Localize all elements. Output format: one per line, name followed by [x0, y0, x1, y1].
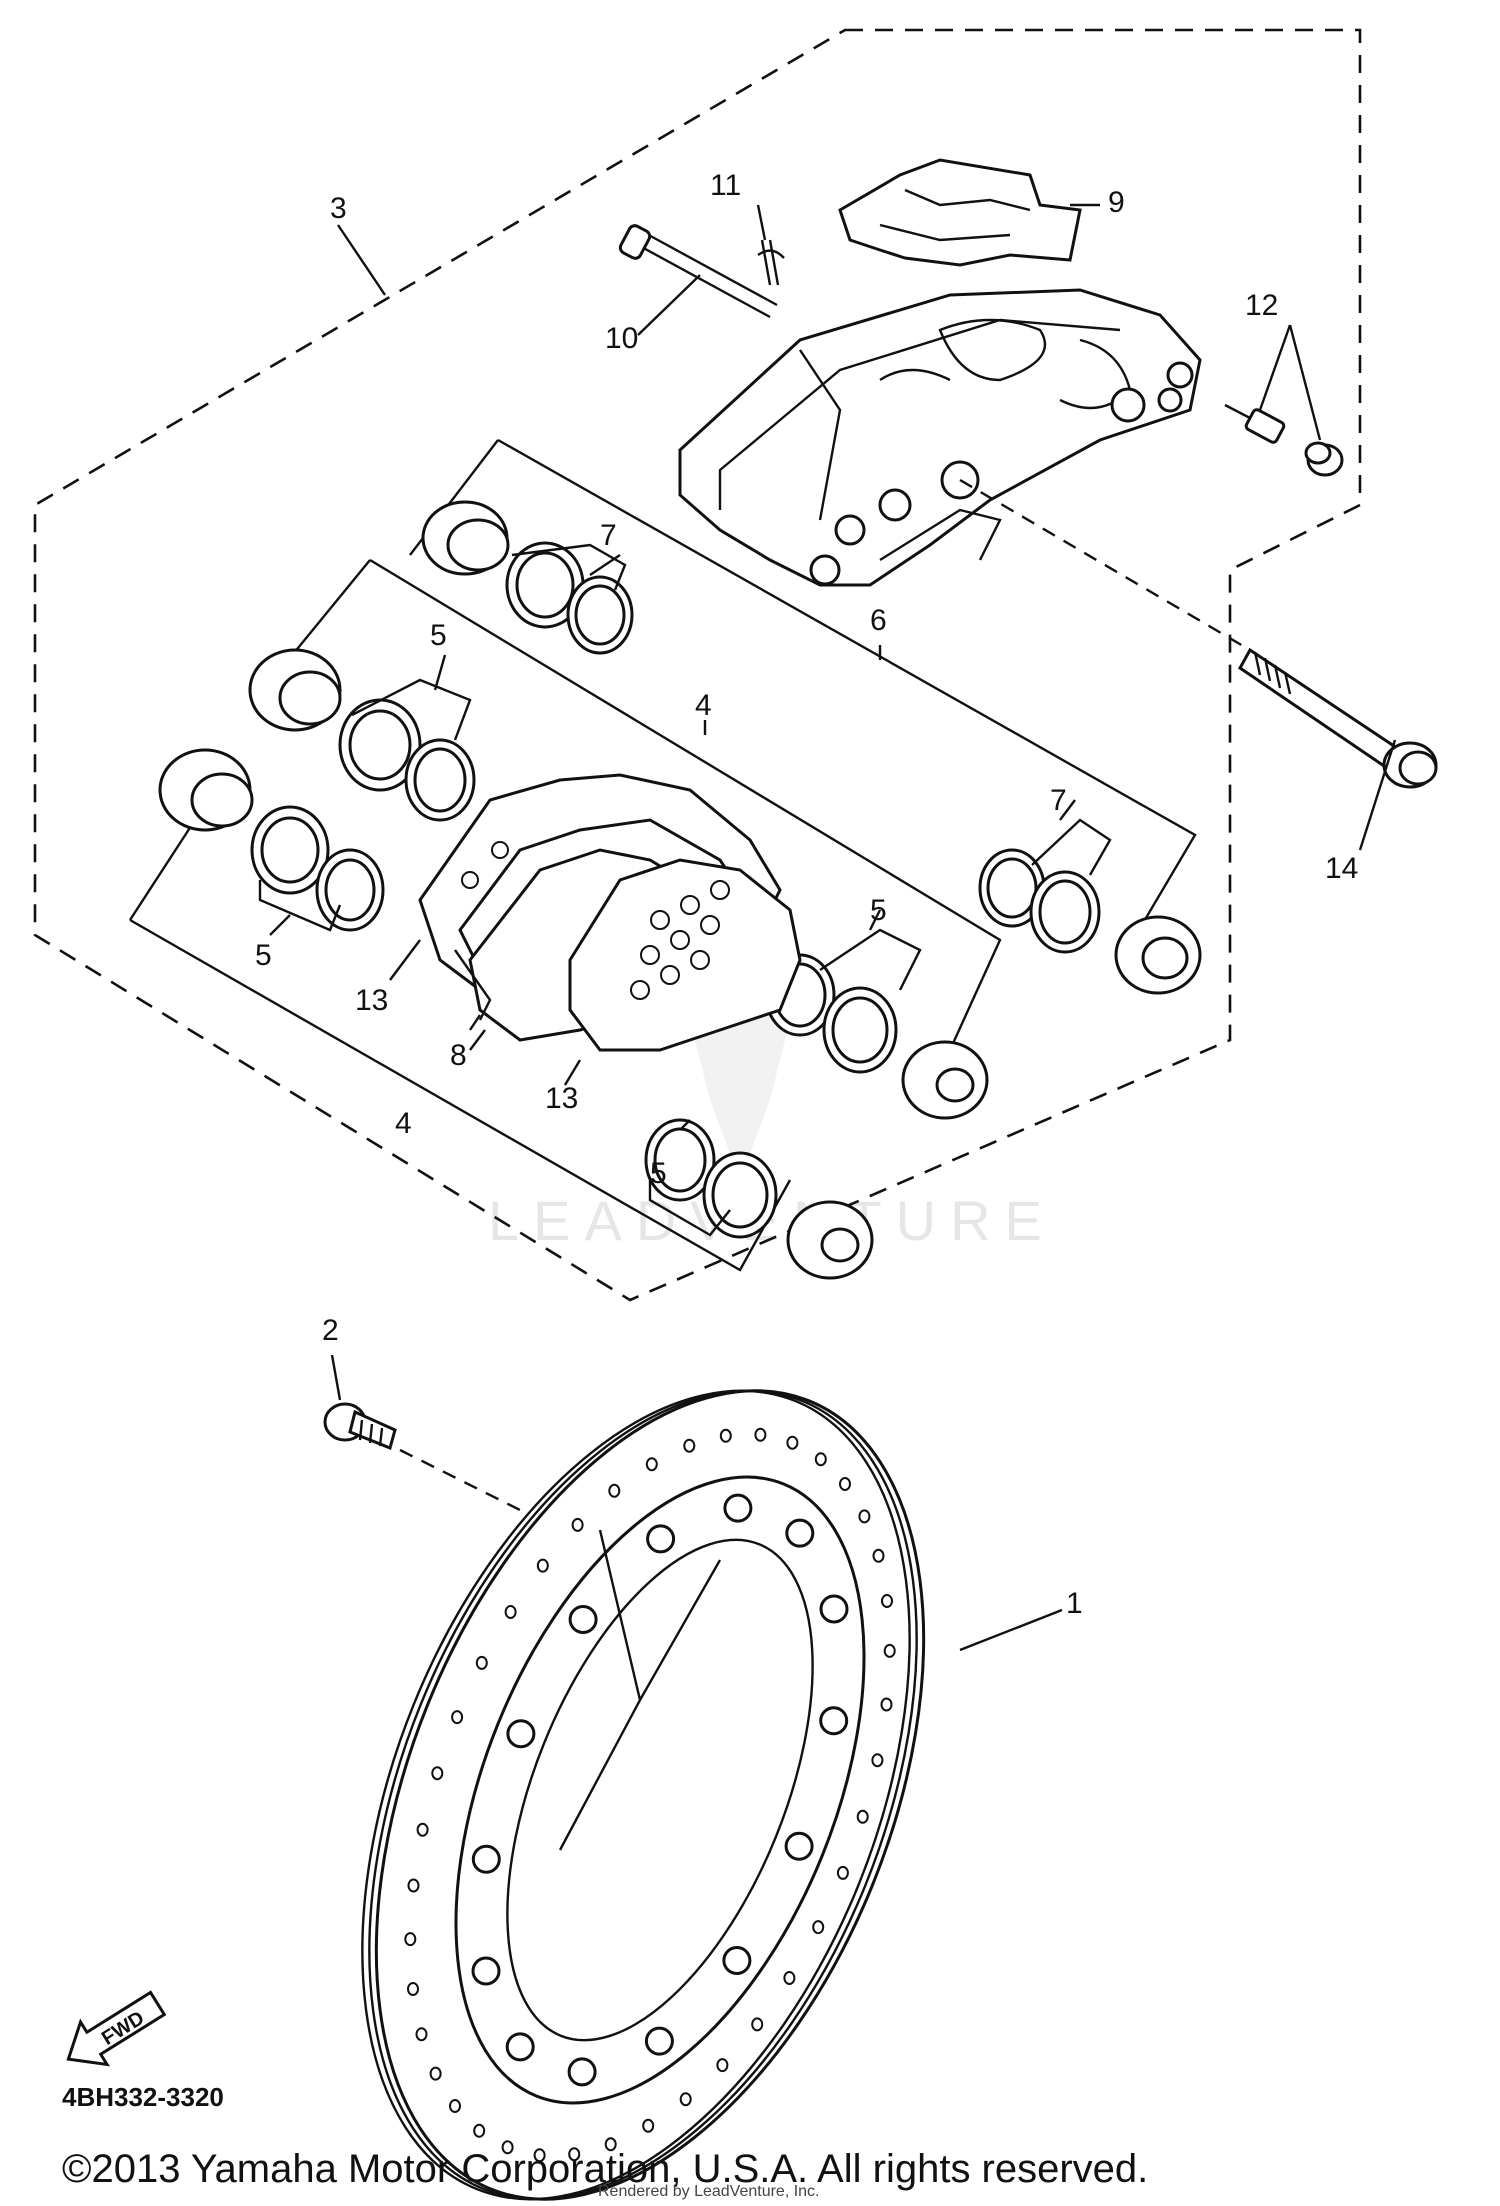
disc-drill-hole [839, 1477, 851, 1491]
disc-drill-hole [858, 1509, 871, 1524]
rendered-by-notice: Rendered by LeadVenture, Inc. [598, 2183, 820, 2200]
disc-carrier-bolt [471, 1844, 501, 1874]
disc-carrier-bolt [723, 1493, 753, 1523]
disc-drill-hole [504, 1605, 517, 1619]
label-part-11: 11 [710, 169, 741, 202]
disc-drill-hole [407, 1982, 419, 1996]
disc-drill-hole [880, 1697, 893, 1712]
disc-carrier-bolt [784, 1831, 814, 1861]
piston-set-upper [409, 438, 1202, 995]
disc-drill-hole [856, 1809, 869, 1824]
disc-drill-hole [783, 1971, 796, 1985]
disc-drill-hole [415, 2027, 428, 2042]
label-part-1: 1 [1066, 1587, 1083, 1620]
label-part-2: 2 [322, 1314, 339, 1347]
disc-carrier-bolt [646, 1524, 676, 1554]
disc-drill-hole [568, 2147, 581, 2162]
label-part-6: 6 [870, 604, 887, 637]
label-part-13-left: 13 [355, 984, 388, 1017]
pad-spring [838, 158, 1082, 267]
disc-drill-hole [883, 1643, 896, 1658]
disc-drill-hole [571, 1517, 584, 1532]
forward-direction-arrow: FWD [66, 1990, 167, 2067]
label-part-10: 10 [605, 322, 638, 355]
disc-drill-hole [754, 1427, 767, 1442]
label-part-7-upper: 7 [600, 519, 617, 552]
disc-drill-hole [451, 1710, 464, 1725]
label-part-7-lower: 7 [1050, 784, 1067, 817]
disc-carrier-bolt [506, 1719, 536, 1749]
label-part-5-right: 5 [870, 894, 887, 927]
disc-drill-hole [475, 1655, 488, 1670]
disc-drill-hole [608, 1483, 621, 1498]
bleed-screw [1224, 403, 1286, 444]
disc-drill-hole [812, 1920, 825, 1935]
disc-drill-hole [814, 1452, 827, 1467]
disc-drill-hole [536, 1558, 549, 1573]
disc-drill-hole [501, 2140, 514, 2155]
bleed-cap [1304, 441, 1344, 477]
leader-lines [269, 203, 1397, 1652]
brake-pads [418, 773, 802, 1052]
disc-holes [404, 1427, 896, 2163]
disc-drill-hole [429, 2066, 442, 2081]
caliper-kit-boundary [33, 28, 1362, 1302]
disc-drill-hole [473, 2123, 486, 2138]
disc-drill-hole [786, 1435, 799, 1450]
disc-drill-hole [716, 2058, 729, 2073]
brake-disc [361, 1389, 926, 2201]
caliper-body [678, 288, 1202, 587]
label-part-4-upper: 4 [695, 689, 712, 722]
label-part-5-bottom: 5 [650, 1157, 667, 1190]
bolt-guide-line [959, 478, 1251, 652]
label-part-4-lower: 4 [395, 1107, 412, 1140]
disc-drill-hole [642, 2118, 655, 2133]
disc-drill-hole [872, 1548, 885, 1563]
disc-carrier-bolt [819, 1706, 849, 1736]
disc-drill-hole [683, 1438, 696, 1453]
label-part-12: 12 [1245, 289, 1278, 322]
disc-drill-hole [404, 1932, 417, 1947]
disc-carrier-bolt [568, 1605, 598, 1634]
disc-drill-hole [871, 1753, 884, 1768]
label-part-3: 3 [330, 192, 347, 225]
disc-drill-hole [533, 2148, 546, 2163]
disc-carrier-bolt [819, 1594, 849, 1624]
disc-drill-hole [679, 2092, 692, 2107]
label-part-13-right: 13 [545, 1082, 578, 1115]
disc-carrier-bolt [567, 2057, 597, 2087]
disc-drill-hole [449, 2099, 461, 2113]
disc-drill-hole [431, 1766, 444, 1781]
copyright-notice: ©2013 Yamaha Motor Corporation, U.S.A. A… [62, 2147, 1148, 2191]
disc-bolt [323, 1402, 521, 1512]
label-part-5-left: 5 [255, 939, 272, 972]
disc-bolts [471, 1493, 849, 2087]
mounting-bolt [1238, 647, 1438, 789]
label-part-14: 14 [1325, 852, 1358, 885]
disc-drill-hole [416, 1822, 429, 1837]
disc-carrier-bolt [471, 1956, 501, 1986]
disc-carrier-bolt [722, 1946, 752, 1975]
disc-drill-hole [751, 2017, 764, 2032]
disc-carrier-bolt [644, 2026, 674, 2056]
label-part-8: 8 [450, 1039, 467, 1072]
clip [757, 239, 785, 286]
disc-drill-hole [645, 1457, 658, 1472]
disc-drill-hole [836, 1865, 849, 1880]
pad-pin [618, 224, 778, 319]
disc-carrier-bolt [505, 2032, 535, 2062]
disc-carrier-bolt [785, 1518, 815, 1548]
disc-drill-hole [604, 2137, 617, 2152]
disc-drill-hole [719, 1428, 732, 1443]
label-part-5-upper: 5 [430, 619, 447, 652]
disc-drill-hole [407, 1878, 420, 1893]
diagram-code: 4BH332-3320 [62, 2082, 224, 2112]
label-part-9: 9 [1108, 186, 1125, 219]
disc-drill-hole [881, 1594, 893, 1608]
